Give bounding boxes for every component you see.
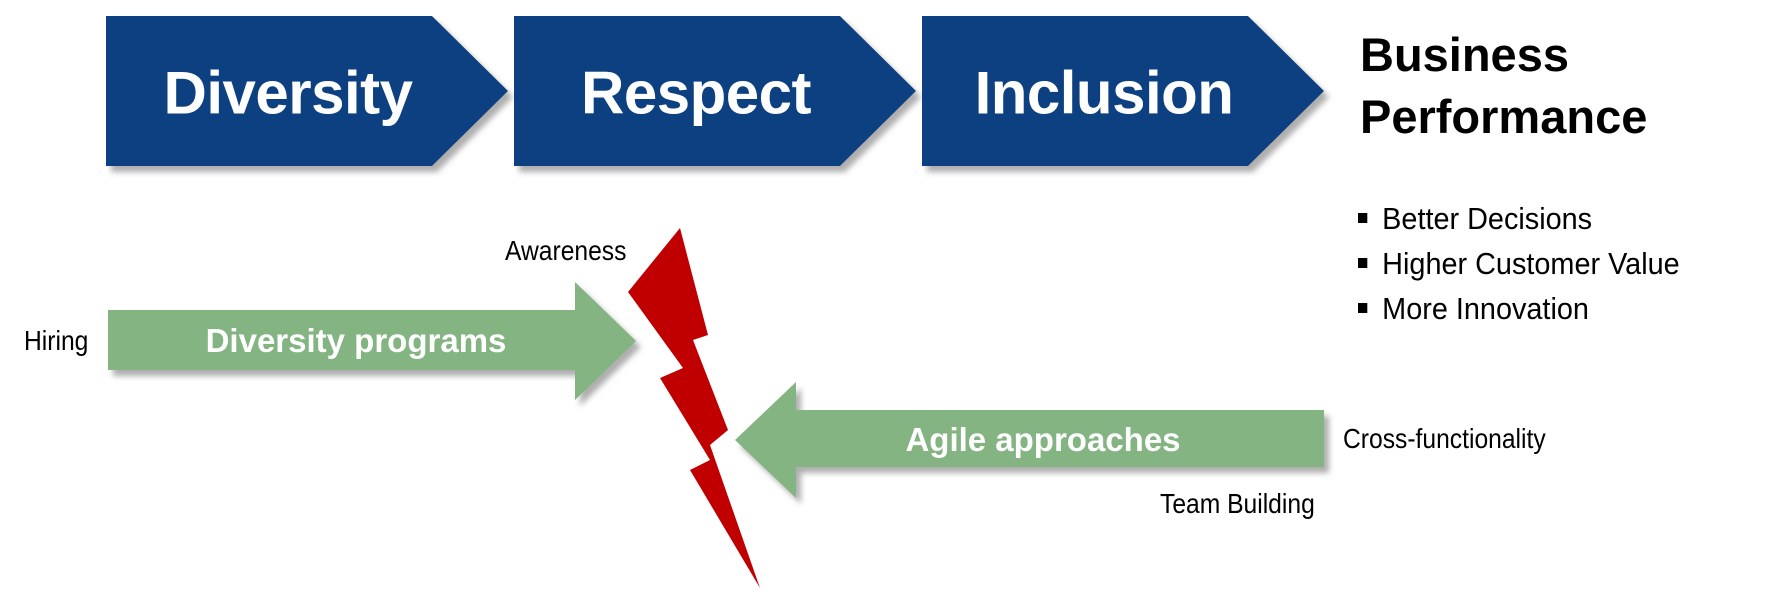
stage-label-diversity: Diversity bbox=[163, 59, 413, 127]
agile-approaches-label: Agile approaches bbox=[905, 421, 1181, 458]
bullet-icon bbox=[1358, 257, 1368, 268]
lightning-bolt bbox=[628, 228, 760, 588]
bullet-icon bbox=[1358, 302, 1368, 313]
cross-functionality-note: Cross-functionality bbox=[1343, 423, 1546, 454]
outcome-item: More Innovation bbox=[1358, 286, 1680, 331]
stage-label-respect: Respect bbox=[581, 59, 811, 127]
agile-approaches-arrow bbox=[735, 382, 1324, 498]
diversity-programs-arrow bbox=[108, 282, 636, 400]
diversity-programs-label: Diversity programs bbox=[205, 322, 507, 359]
awareness-note: Awareness bbox=[505, 235, 627, 266]
chevron-respect bbox=[514, 16, 916, 166]
bullet-icon bbox=[1358, 212, 1368, 223]
hiring-note: Hiring bbox=[24, 325, 89, 356]
outcome-item: Better Decisions bbox=[1358, 196, 1680, 241]
chevron-inclusion bbox=[922, 16, 1324, 166]
outcome-list: Better Decisions Higher Customer Value M… bbox=[1358, 196, 1704, 331]
team-building-note: Team Building bbox=[1160, 488, 1315, 519]
outcome-title: Business Performance bbox=[1360, 28, 1648, 143]
outcome-item: Higher Customer Value bbox=[1358, 241, 1680, 286]
chevron-diversity bbox=[106, 16, 508, 166]
stage-label-inclusion: Inclusion bbox=[974, 59, 1234, 127]
